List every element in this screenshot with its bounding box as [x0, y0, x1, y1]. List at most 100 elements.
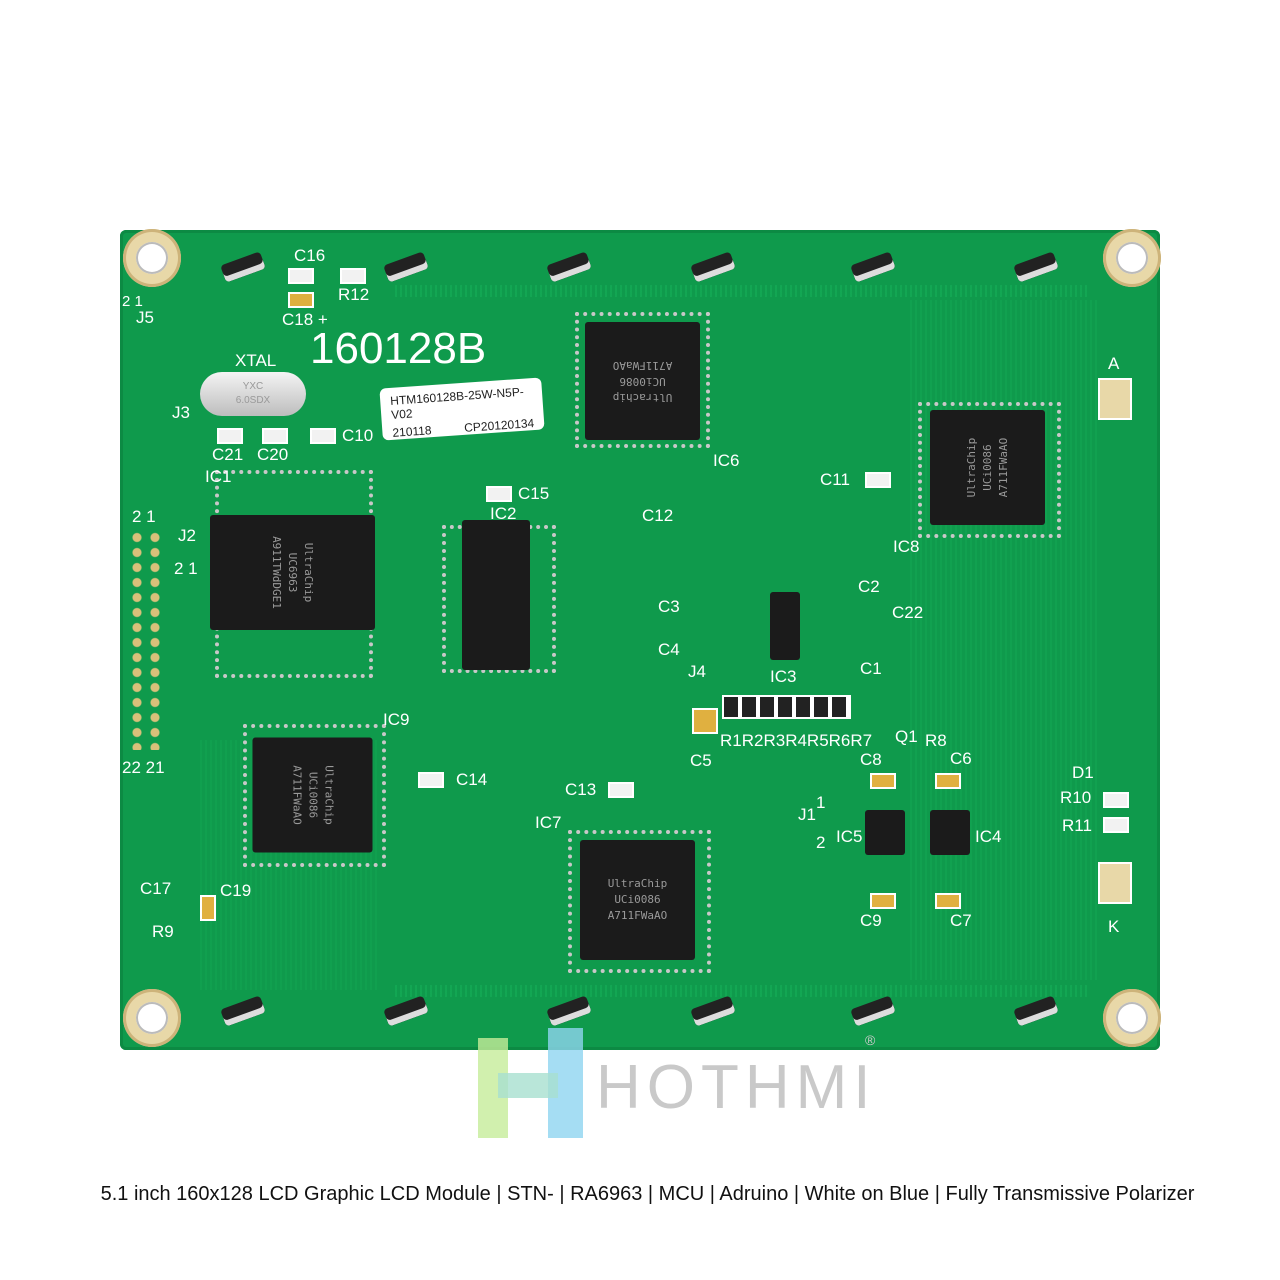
capacitor-c11 — [865, 472, 891, 488]
ic8-pins — [918, 402, 1061, 538]
label-r11: R11 — [1062, 816, 1092, 835]
lcd-connector-pads-bottom — [395, 985, 1090, 997]
sticker-date: 210118 — [392, 423, 433, 440]
label-c21: C21 — [212, 445, 244, 464]
capacitor-c8 — [870, 773, 896, 789]
label-q1: Q1 — [895, 727, 918, 746]
label-c20: C20 — [257, 445, 289, 464]
crystal-oscillator: YXC 6.0SDX — [200, 372, 306, 416]
ic6-pins — [575, 312, 710, 448]
mounting-hole — [123, 989, 181, 1047]
brand-watermark: HOTHMI — [596, 1053, 877, 1122]
capacitor-c9 — [870, 893, 896, 909]
label-r10: R10 — [1060, 788, 1092, 807]
capacitor-c6 — [935, 773, 961, 789]
capacitor-c21 — [217, 428, 243, 444]
label-r12: R12 — [338, 285, 370, 304]
label-ic6: IC6 — [713, 451, 740, 470]
label-j1-pins: 1 2 — [816, 793, 826, 852]
model-silkscreen: 160128B — [310, 324, 487, 373]
label-j4: J4 — [688, 662, 706, 681]
label-k: K — [1108, 917, 1120, 936]
label-j1: J1 — [798, 805, 816, 824]
label-ic3: IC3 — [770, 667, 797, 686]
label-c22: C22 — [892, 603, 924, 622]
label-header-top: 2 1 — [132, 507, 156, 526]
label-j2-pins: 2 1 — [174, 559, 198, 578]
label-j3: J3 — [172, 403, 190, 422]
ic8-chip: UltraChip UCi0086 A711FWaAO — [930, 410, 1045, 525]
label-c12: C12 — [642, 506, 674, 525]
label-j2: J2 — [178, 526, 196, 545]
label-a: A — [1108, 354, 1120, 373]
resistor-r10 — [1103, 792, 1129, 808]
label-header-bottom: 22 21 — [122, 758, 165, 777]
label-ic1: IC1 — [205, 467, 232, 486]
mounting-hole — [123, 229, 181, 287]
label-c17: C17 — [140, 879, 172, 898]
mounting-hole — [1103, 229, 1161, 287]
product-caption: 5.1 inch 160x128 LCD Graphic LCD Module … — [100, 1183, 1195, 1205]
label-d1: D1 — [1072, 763, 1094, 782]
label-j5: J5 — [136, 308, 154, 327]
capacitor-c5 — [692, 708, 718, 734]
resistor-r11 — [1103, 817, 1129, 833]
capacitor-c18 — [288, 292, 314, 308]
ic6-chip: Ultrachip UCi0086 A711FWaAO — [585, 322, 700, 440]
label-r8: R8 — [925, 731, 947, 750]
pin-header-j2[interactable] — [128, 530, 164, 750]
backlight-pad-a[interactable] — [1098, 378, 1132, 420]
mounting-hole — [1103, 989, 1161, 1047]
label-ic2: IC2 — [490, 504, 517, 523]
resistor-array-r1-r7 — [722, 695, 851, 719]
ic9-chip: UltraChip UCi0086 A711FWaAO — [252, 737, 373, 853]
label-ic7: IC7 — [535, 813, 562, 832]
label-ic9: IC9 — [383, 710, 410, 729]
label-c3: C3 — [658, 597, 680, 616]
capacitor-c20 — [262, 428, 288, 444]
label-c4: C4 — [658, 640, 680, 659]
label-c11: C11 — [820, 470, 850, 489]
label-ic4: IC4 — [975, 827, 1002, 846]
lcd-connector-pads-top — [395, 285, 1090, 297]
ic2-chip — [462, 520, 530, 670]
ic5-chip — [865, 810, 905, 855]
label-ic5: IC5 — [836, 827, 863, 846]
capacitor-c7 — [935, 893, 961, 909]
label-r9: R9 — [152, 922, 174, 941]
label-ic8: IC8 — [893, 537, 920, 556]
capacitor-c15 — [486, 486, 512, 502]
label-j5-pins: 2 1 — [122, 293, 143, 310]
label-c6: C6 — [950, 749, 972, 768]
label-c1: C1 — [860, 659, 882, 678]
sticker-line-1: HTM160128B-25W-N5P-V02 — [389, 384, 525, 422]
label-c14: C14 — [456, 770, 488, 789]
label-c10: C10 — [342, 426, 374, 445]
ic4-chip — [930, 810, 970, 855]
hothmi-logo-icon — [478, 1028, 583, 1138]
label-r1-r7: R1R2R3R4R5R6R7 — [720, 731, 873, 750]
label-c18: C18 + — [282, 310, 328, 329]
capacitor-c13 — [608, 782, 634, 798]
label-c8: C8 — [860, 750, 882, 769]
capacitor-c14 — [418, 772, 444, 788]
ic7-pins — [568, 830, 711, 973]
capacitor-c19 — [200, 895, 216, 921]
label-c13: C13 — [565, 780, 597, 799]
capacitor-c10 — [310, 428, 336, 444]
registered-mark: ® — [865, 1032, 876, 1048]
ic9-pins — [243, 724, 386, 867]
ic1-chip: UltraChip UC6963 A911TWdDGE1 — [210, 515, 375, 630]
label-c19: C19 — [220, 881, 252, 900]
backlight-pad-k[interactable] — [1098, 862, 1132, 904]
capacitor-c16 — [288, 268, 314, 284]
xtal-label: XTAL — [235, 351, 277, 370]
label-c15: C15 — [518, 484, 550, 503]
label-c5: C5 — [690, 751, 712, 770]
xtal-marking: YXC 6.0SDX — [235, 381, 271, 406]
label-c9: C9 — [860, 911, 882, 930]
ic7-chip: UltraChip UCi0086 A711FWaAO — [580, 840, 695, 960]
label-c16: C16 — [294, 246, 326, 265]
ic3-chip — [770, 592, 800, 660]
label-c2: C2 — [858, 577, 880, 596]
